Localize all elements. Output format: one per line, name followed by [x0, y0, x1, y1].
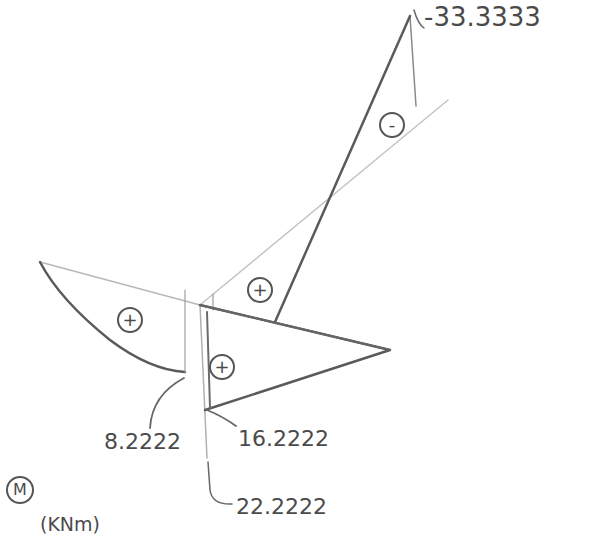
sign-circle [210, 355, 234, 379]
sign-symbol: + [214, 358, 229, 376]
moment-curve [40, 262, 185, 372]
moment-line [275, 16, 410, 322]
sign-circle [248, 278, 272, 302]
sign-circle [118, 308, 142, 332]
ordinate-line [184, 290, 185, 372]
leader-line [208, 462, 232, 504]
value-label: 16.2222 [238, 428, 329, 450]
sign-symbol: + [252, 281, 267, 299]
ordinate-line [410, 16, 416, 106]
member-axis [200, 305, 207, 458]
sign-symbol: + [122, 311, 137, 329]
leader-line [207, 410, 236, 426]
sign-symbol: - [389, 116, 396, 134]
value-label: 8.2222 [104, 431, 181, 453]
moment-triangle [200, 305, 390, 410]
leader-line [414, 10, 424, 28]
sign-circle [7, 477, 33, 503]
value-label: -33.3333 [424, 4, 541, 30]
sign-circle [380, 113, 404, 137]
leader-line [150, 378, 184, 428]
unit-label: (KNm) [40, 515, 100, 534]
member-axis [200, 100, 448, 305]
value-label: 22.2222 [236, 496, 327, 518]
moment-line [200, 305, 390, 350]
member-axis [40, 262, 200, 305]
ordinate-line [207, 312, 210, 408]
diagram-symbol: M [13, 482, 27, 498]
